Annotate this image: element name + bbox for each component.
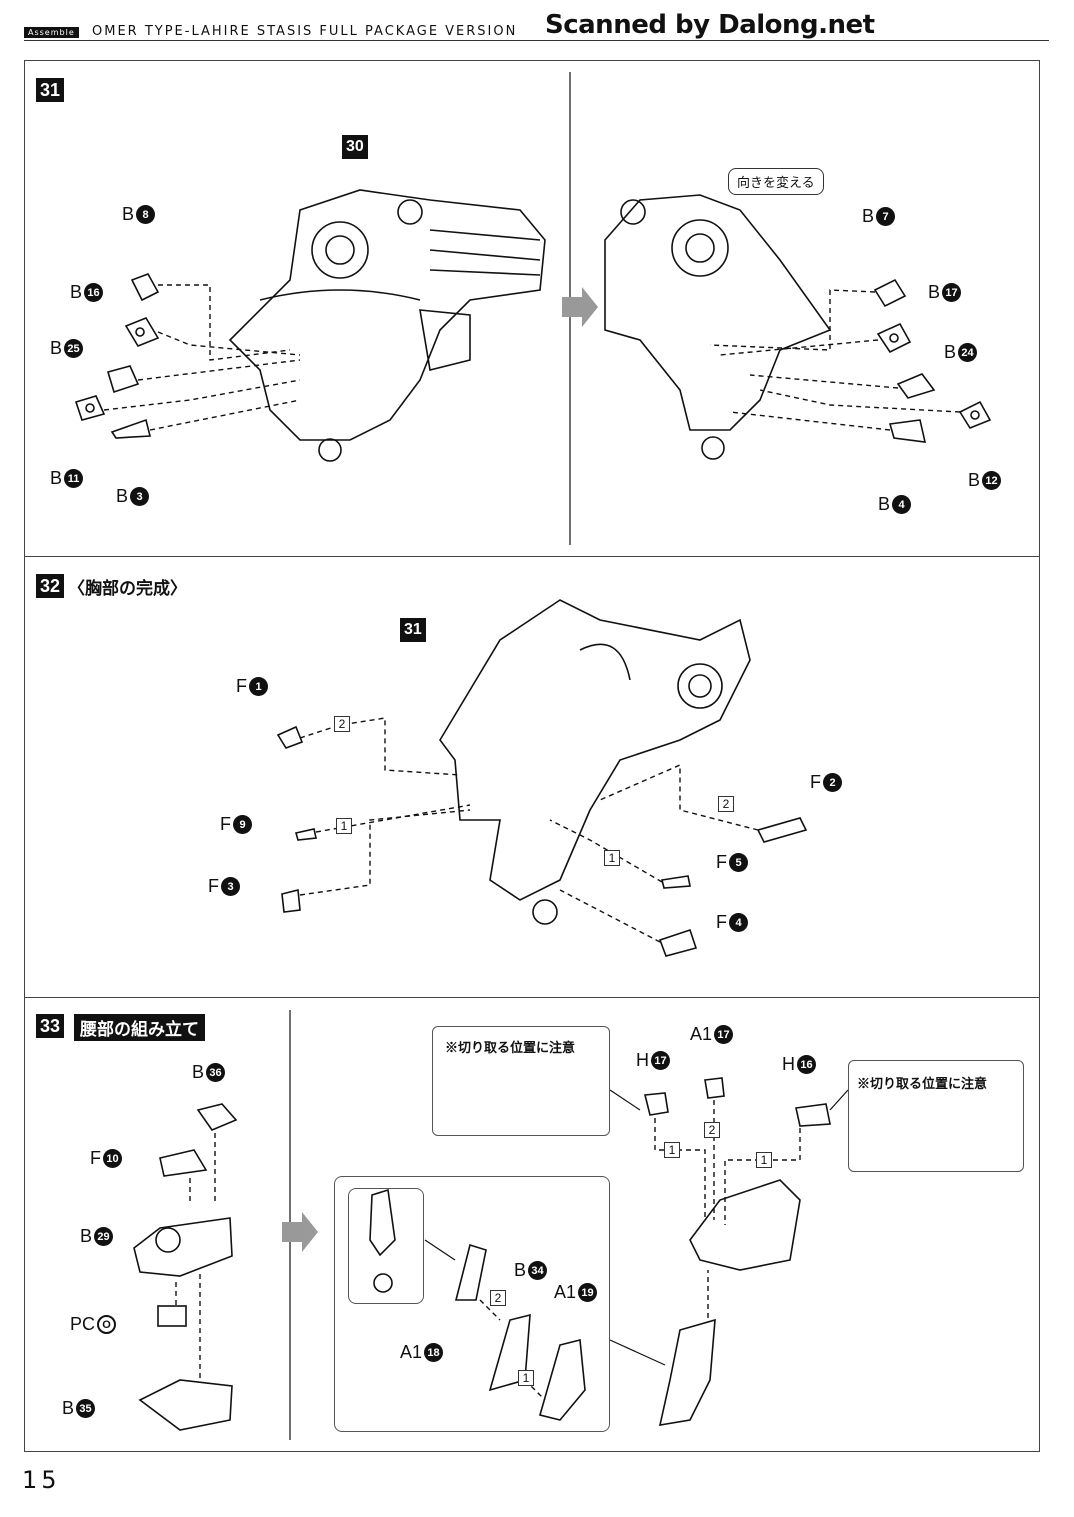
order-mark: 2 [718, 796, 734, 812]
cut-position-note-left: ※切り取る位置に注意 [432, 1026, 610, 1136]
order-mark: 2 [334, 716, 350, 732]
step-33-number: 33 [36, 1014, 65, 1038]
step-33-panel [24, 997, 1040, 1452]
order-mark: 2 [490, 1290, 506, 1306]
step-31-number: 31 [36, 78, 65, 102]
step-33-title: 腰部の組み立て [74, 1014, 205, 1041]
step-31-reference: 30 [342, 135, 368, 159]
cut-position-note-text: ※切り取る位置に注意 [445, 1040, 576, 1055]
order-mark: 1 [664, 1142, 680, 1158]
header-rule [24, 40, 1049, 41]
inner-subassembly-box [334, 1176, 610, 1432]
step-32-title: 〈胸部の完成〉 [68, 579, 187, 598]
cut-position-note-right: ※切り取る位置に注意 [848, 1060, 1024, 1172]
order-mark: 1 [756, 1152, 772, 1168]
order-mark: 1 [604, 850, 620, 866]
detail-inset-box [348, 1188, 424, 1304]
order-mark: 1 [336, 818, 352, 834]
cut-position-note-text: ※切り取る位置に注意 [857, 1076, 988, 1091]
order-mark: 1 [518, 1370, 534, 1386]
page-number: 15 [22, 1466, 61, 1494]
step-31-callout: 向きを変える [728, 168, 824, 195]
scan-watermark: Scanned by Dalong.net [545, 10, 875, 40]
header-title: OMER TYPE-LAHIRE STASIS FULL PACKAGE VER… [92, 24, 518, 39]
step-32-number: 32 [36, 574, 65, 598]
header-tag: Assemble [24, 27, 79, 38]
order-mark: 2 [704, 1122, 720, 1138]
step-32-reference: 31 [400, 618, 426, 642]
